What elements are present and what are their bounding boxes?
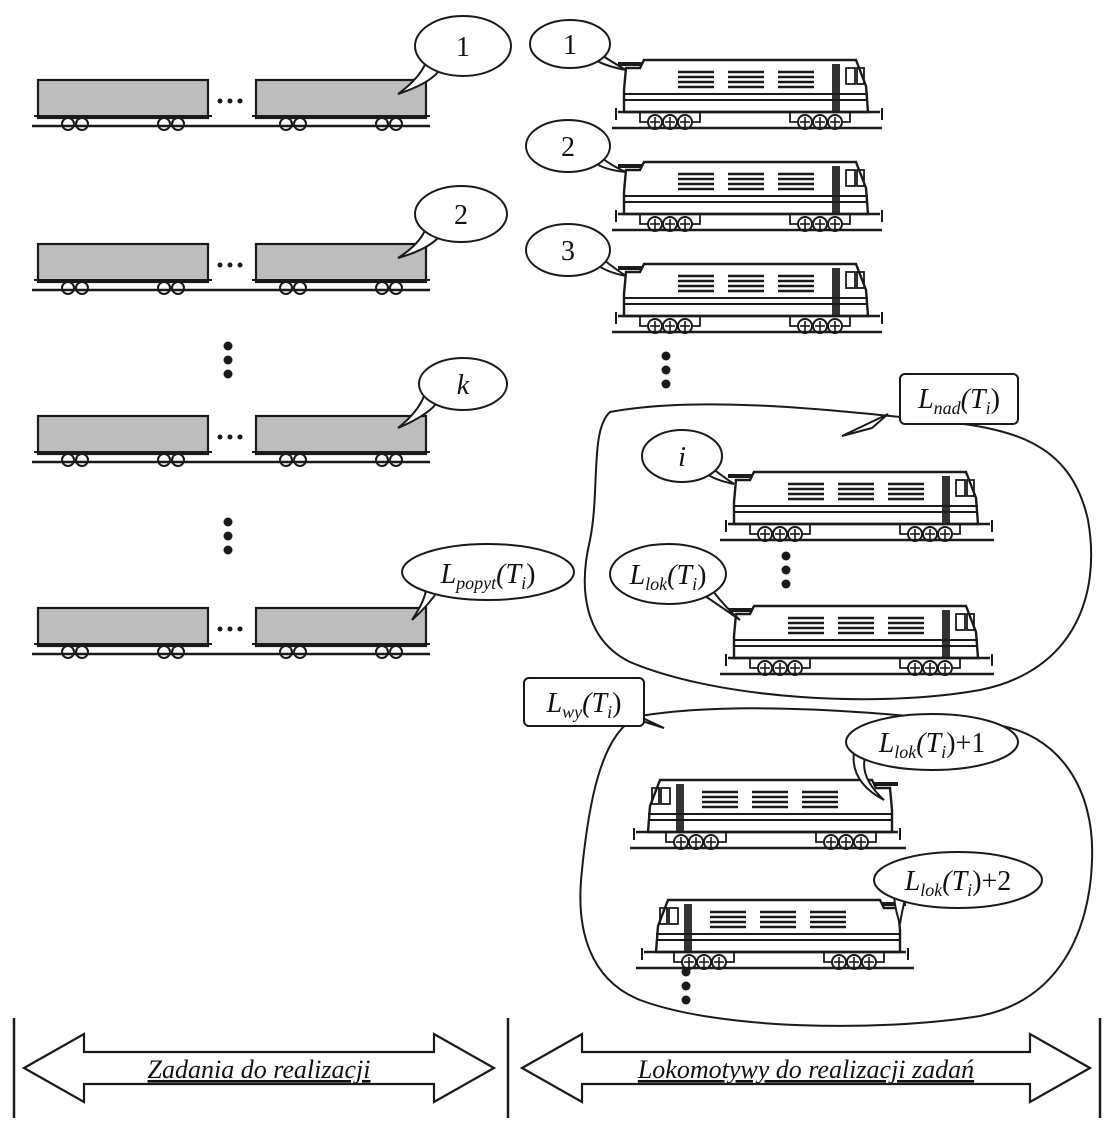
callout-label: 1 — [456, 32, 470, 63]
callout-wagon-2: 2 — [397, 185, 508, 259]
svg-text:Lnad(Ti): Lnad(Ti) — [917, 384, 1000, 418]
locomotive-2 — [612, 162, 882, 231]
callout-label: i — [678, 442, 686, 473]
callout-label: 2 — [561, 132, 575, 163]
vertical-ellipsis — [223, 517, 233, 555]
left-double-arrow: Zadania do realizacji — [21, 1032, 497, 1104]
callout-loco-lok-plus-1: Llok(Ti)+1 — [845, 713, 1019, 801]
wagon-train-k — [32, 414, 432, 468]
wagon-train-2 — [32, 242, 432, 296]
vertical-ellipsis — [781, 551, 791, 589]
callout-wagon-popyt: Lpopyt(Ti) — [401, 543, 575, 621]
callout-loco-lok-plus-2: Llok(Ti)+2 — [873, 851, 1043, 925]
callout-label: 3 — [561, 236, 575, 267]
callout-label: Llok(Ti)+1 — [878, 728, 986, 762]
group-label-wy: Lwy(Ti) — [523, 677, 665, 729]
callout-label: Llok(Ti)+2 — [904, 866, 1012, 900]
callout-label: Lpopyt(Ti) — [440, 559, 536, 593]
svg-text:Lwy(Ti): Lwy(Ti) — [546, 688, 622, 722]
right-double-arrow: Lokomotywy do realizacji zadań — [519, 1032, 1093, 1104]
callout-label: 2 — [454, 200, 468, 231]
wagon-train-1 — [32, 78, 432, 132]
callout-loco-1: 1 — [529, 19, 627, 71]
callout-loco-2: 2 — [525, 119, 627, 173]
callout-label: k — [457, 370, 470, 401]
vertical-ellipsis — [223, 341, 233, 379]
locomotive-lok-plus-2 — [636, 900, 914, 969]
locomotive-lok — [720, 606, 994, 675]
locomotive-3 — [612, 264, 882, 333]
callout-loco-i: i — [641, 429, 735, 485]
vertical-ellipsis — [661, 351, 671, 389]
left-arrow-label: Zadania do realizacji — [148, 1055, 371, 1084]
wagon-train-popyt — [32, 606, 432, 660]
callout-label: Llok(Ti) — [629, 560, 707, 594]
footer-dividers — [12, 1018, 1102, 1118]
callout-loco-lok: Llok(Ti) — [609, 543, 741, 621]
callout-wagon-k: k — [397, 357, 508, 429]
callout-label: 1 — [563, 30, 577, 61]
right-arrow-label: Lokomotywy do realizacji zadań — [637, 1055, 974, 1084]
callout-wagon-1: 1 — [397, 15, 512, 95]
locomotive-lok-plus-1 — [630, 780, 906, 849]
locomotive-i — [720, 472, 994, 541]
callout-loco-3: 3 — [525, 223, 627, 277]
locomotive-1 — [612, 60, 882, 129]
group-label-nad: Lnad(Ti) — [841, 373, 1019, 437]
vertical-ellipsis — [681, 967, 691, 1005]
